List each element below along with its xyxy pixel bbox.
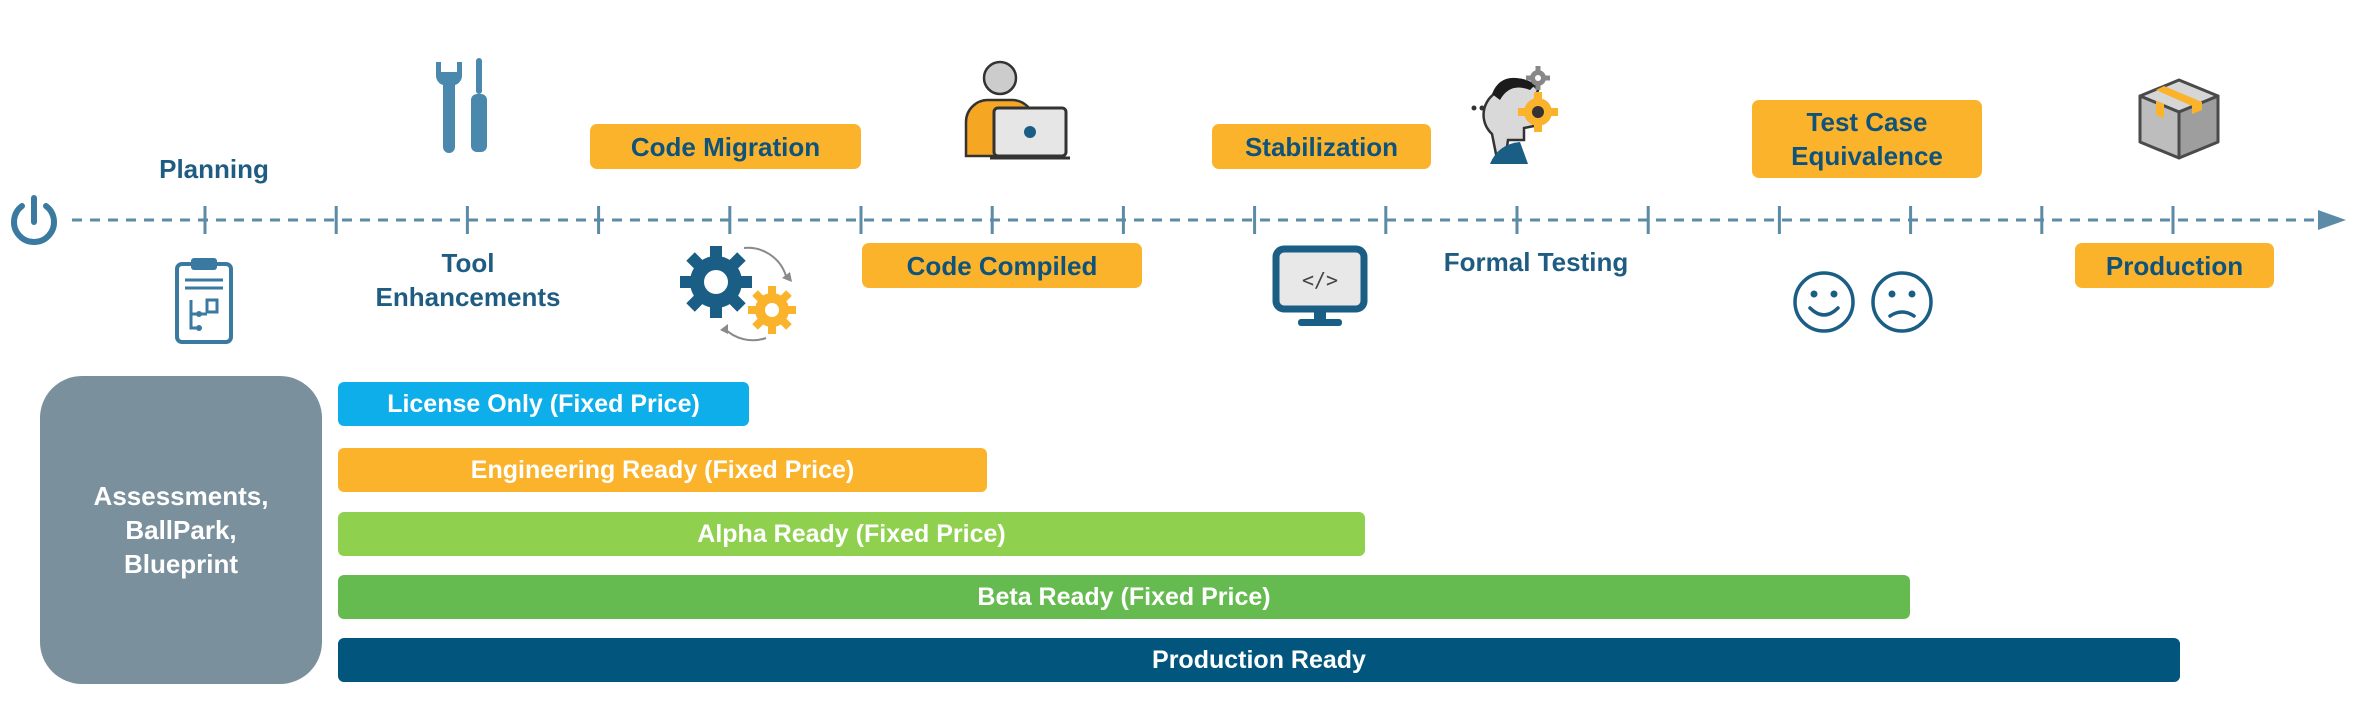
tier-bar-alpha-ready: Alpha Ready (Fixed Price) bbox=[338, 512, 1365, 556]
wrench-screwdriver-icon bbox=[436, 58, 487, 153]
stage-tool-enhancements: Tool Enhancements bbox=[376, 246, 561, 314]
tier-label-alpha-ready: Alpha Ready (Fixed Price) bbox=[697, 519, 1006, 548]
assessments-line2: BallPark, bbox=[125, 515, 237, 545]
tier-label-engineering-ready: Engineering Ready (Fixed Price) bbox=[470, 455, 855, 484]
assessments-line1: Assessments, bbox=[93, 481, 269, 511]
stage-test-case-equivalence: Test Case Equivalence bbox=[1752, 100, 1982, 178]
assessments-box: Assessments, BallPark, Blueprint bbox=[40, 376, 322, 684]
tool-enhancements-line2: Enhancements bbox=[375, 282, 561, 312]
tier-bar-production-ready: Production Ready bbox=[338, 638, 2180, 682]
thinking-head-gear-icon bbox=[1471, 66, 1558, 164]
tier-label-license-only: License Only (Fixed Price) bbox=[387, 389, 700, 418]
power-icon bbox=[11, 195, 57, 245]
tier-bar-beta-ready: Beta Ready (Fixed Price) bbox=[338, 575, 1910, 619]
smiley-faces-icon bbox=[1793, 271, 1933, 333]
gears-cycle-icon bbox=[680, 246, 796, 342]
tier-label-beta-ready: Beta Ready (Fixed Price) bbox=[977, 582, 1271, 611]
test-case-line2: Equivalence bbox=[1791, 141, 1943, 171]
stage-planning: Planning bbox=[159, 154, 269, 184]
code-monitor-icon: </> bbox=[1272, 245, 1368, 326]
stage-stabilization: Stabilization bbox=[1212, 124, 1431, 169]
tier-label-production-ready: Production Ready bbox=[1152, 645, 1366, 674]
tier-bar-license-only: License Only (Fixed Price) bbox=[338, 382, 749, 426]
tool-enhancements-line1: Tool bbox=[441, 248, 495, 278]
svg-text:</>: </> bbox=[1302, 268, 1338, 292]
box-icon bbox=[2138, 78, 2220, 160]
clipboard-icon bbox=[175, 258, 233, 344]
assessments-line3: Blueprint bbox=[123, 549, 239, 579]
stage-formal-testing: Formal Testing bbox=[1443, 247, 1629, 277]
stage-code-migration: Code Migration bbox=[590, 124, 861, 169]
stage-code-compiled: Code Compiled bbox=[862, 243, 1142, 288]
developer-laptop-icon bbox=[964, 60, 1070, 160]
test-case-line1: Test Case bbox=[1806, 107, 1928, 137]
tier-bar-engineering-ready: Engineering Ready (Fixed Price) bbox=[338, 448, 987, 492]
stage-production: Production bbox=[2075, 243, 2274, 288]
